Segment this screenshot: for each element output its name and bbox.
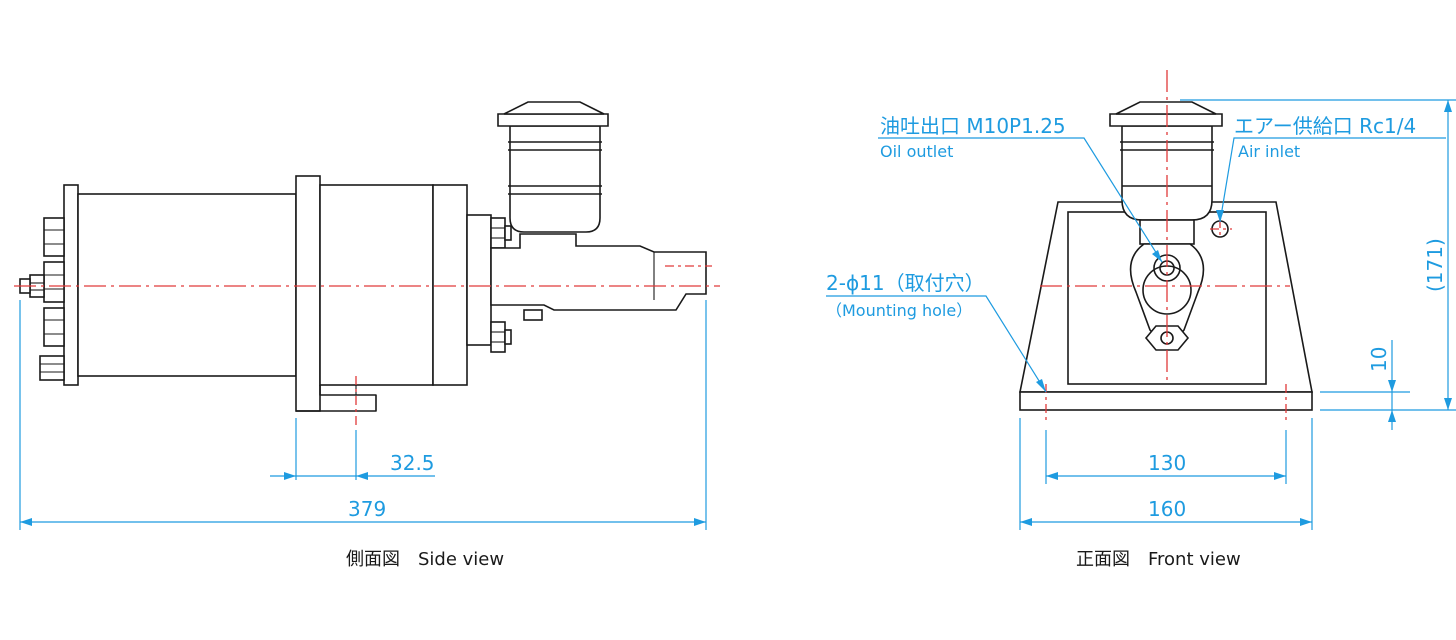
rear-flange-plate [63,184,79,386]
front-callouts: 油吐出口 M10P1.25 Oil outlet エアー供給口 Rc1/4 Ai… [826,114,1446,393]
front-reservoir [1109,101,1223,221]
dim-offset-label: 32.5 [390,451,435,475]
oil-outlet-callout-jp: 油吐出口 M10P1.25 [880,114,1066,138]
hex-nut [1144,325,1190,351]
side-view: 32.5 379 側面図 Side view [14,101,720,570]
air-cylinder [77,193,297,377]
mounting-bracket [295,175,321,412]
side-dimensions: 32.5 379 [19,300,707,530]
head-bolts [490,217,512,353]
front-view: 油吐出口 M10P1.25 Oil outlet エアー供給口 Rc1/4 Ai… [826,70,1456,570]
mounting-hole-callout-jp: 2-ϕ11（取付穴） [826,271,985,295]
mounting-hole-callout-en: （Mounting hole） [826,301,972,320]
dim-base-height-label: 10 [1367,347,1391,372]
air-inlet-callout-en: Air inlet [1238,142,1300,161]
oil-reservoir [497,101,609,233]
bracket-foot [296,385,377,412]
front-view-caption: 正面図 Front view [1076,549,1241,570]
side-view-caption: 側面図 Side view [346,549,504,570]
small-lug [523,309,543,321]
base-plate [1019,391,1313,411]
dim-base-width-label: 160 [1148,497,1186,521]
rear-bolt-heads [39,217,65,381]
front-dimensions: 130 160 10 (171) [1019,99,1456,530]
dim-overall-length-label: 379 [348,497,386,521]
oil-outlet-callout-en: Oil outlet [880,142,953,161]
dim-hole-pitch-label: 130 [1148,451,1186,475]
pump-outlet-body [490,233,707,311]
air-inlet-callout-jp: エアー供給口 Rc1/4 [1234,114,1416,138]
pump-head [466,214,492,346]
dim-overall-height-label: (171) [1423,238,1447,292]
cylinder-body-front [319,184,434,386]
front-flange [432,184,468,386]
